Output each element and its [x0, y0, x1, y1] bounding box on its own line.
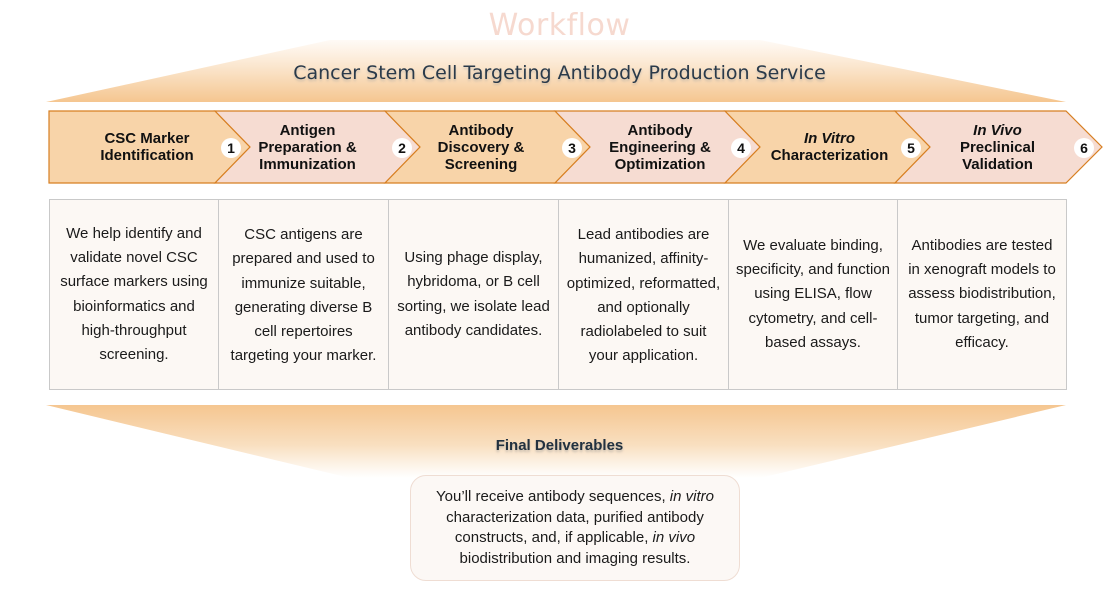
- deliverables-text-part1: You’ll receive antibody sequences,: [436, 488, 670, 505]
- workflow-title: Workflow: [488, 8, 631, 43]
- step-4-title-line3: Optimization: [614, 155, 706, 173]
- chevron-step-6: [893, 110, 1103, 184]
- step-2-title-line1: Antigen: [279, 121, 336, 139]
- step-2-title-line3: Immunization: [259, 155, 356, 173]
- step-5-number-badge: 5: [901, 138, 921, 158]
- step-4-number-badge: 4: [731, 138, 751, 158]
- step-6-title-line3: Validation: [962, 155, 1033, 173]
- step-3-title-line2: Discovery &: [437, 138, 525, 156]
- step-1-title-line1: CSC Marker: [104, 130, 190, 147]
- final-deliverables-text: You’ll receive antibody sequences, in vi…: [421, 487, 729, 569]
- step-3-description: Using phage display, hybridoma, or B cel…: [389, 200, 559, 389]
- step-5-title-italic: In Vitro: [803, 130, 856, 147]
- service-subtitle: Cancer Stem Cell Targeting Antibody Prod…: [293, 62, 826, 84]
- step-1-title: CSC Marker Identification: [52, 111, 242, 183]
- step-5-description: We evaluate binding, specificity, and fu…: [729, 200, 898, 389]
- step-6-description: Antibodies are tested in xenograft model…: [908, 236, 1056, 351]
- step-1-number-badge: 1: [221, 138, 241, 158]
- step-2-title: Antigen Preparation & Immunization: [240, 111, 375, 183]
- step-6-title: In Vivo Preclinical Validation: [930, 111, 1065, 183]
- step-3-title-line1: Antibody: [448, 121, 514, 139]
- deliverables-text-italic1: in vitro: [669, 488, 714, 505]
- step-4-description: Lead antibodies are humanized, affinity-…: [559, 200, 729, 389]
- step-3-title: Antibody Discovery & Screening: [416, 111, 546, 183]
- step-5-title-line2: Characterization: [770, 147, 889, 164]
- step-1-description: We help identify and validate novel CSC …: [50, 200, 219, 389]
- deliverables-text-part2: characterization data, purified antibody…: [446, 508, 704, 547]
- step-4-title-line2: Engineering &: [609, 138, 711, 156]
- deliverables-text-part3: biodistribution and imaging results.: [459, 549, 691, 567]
- step-3-number-badge: 3: [562, 138, 582, 158]
- final-deliverables-box: You’ll receive antibody sequences, in vi…: [410, 475, 740, 581]
- step-6-title-italic: In Vivo: [973, 121, 1022, 139]
- deliverables-text-italic2: in vivo: [652, 529, 696, 546]
- step-2-description: CSC antigens are prepared and used to im…: [219, 200, 389, 389]
- step-3-title-line3: Screening: [444, 155, 518, 173]
- step-2-number-badge: 2: [392, 138, 412, 158]
- step-2-title-line2: Preparation &: [258, 138, 357, 156]
- step-6-number-badge: 6: [1074, 138, 1094, 158]
- step-4-title-line1: Antibody: [627, 121, 693, 139]
- step-5-title: In Vitro Characterization: [757, 111, 902, 183]
- step-descriptions-table: We help identify and validate novel CSC …: [49, 199, 1067, 390]
- step-1-title-line2: Identification: [100, 147, 194, 164]
- step-4-title: Antibody Engineering & Optimization: [585, 111, 735, 183]
- step-6-title-line2: Preclinical: [959, 138, 1036, 156]
- final-deliverables-title: Final Deliverables: [495, 437, 624, 454]
